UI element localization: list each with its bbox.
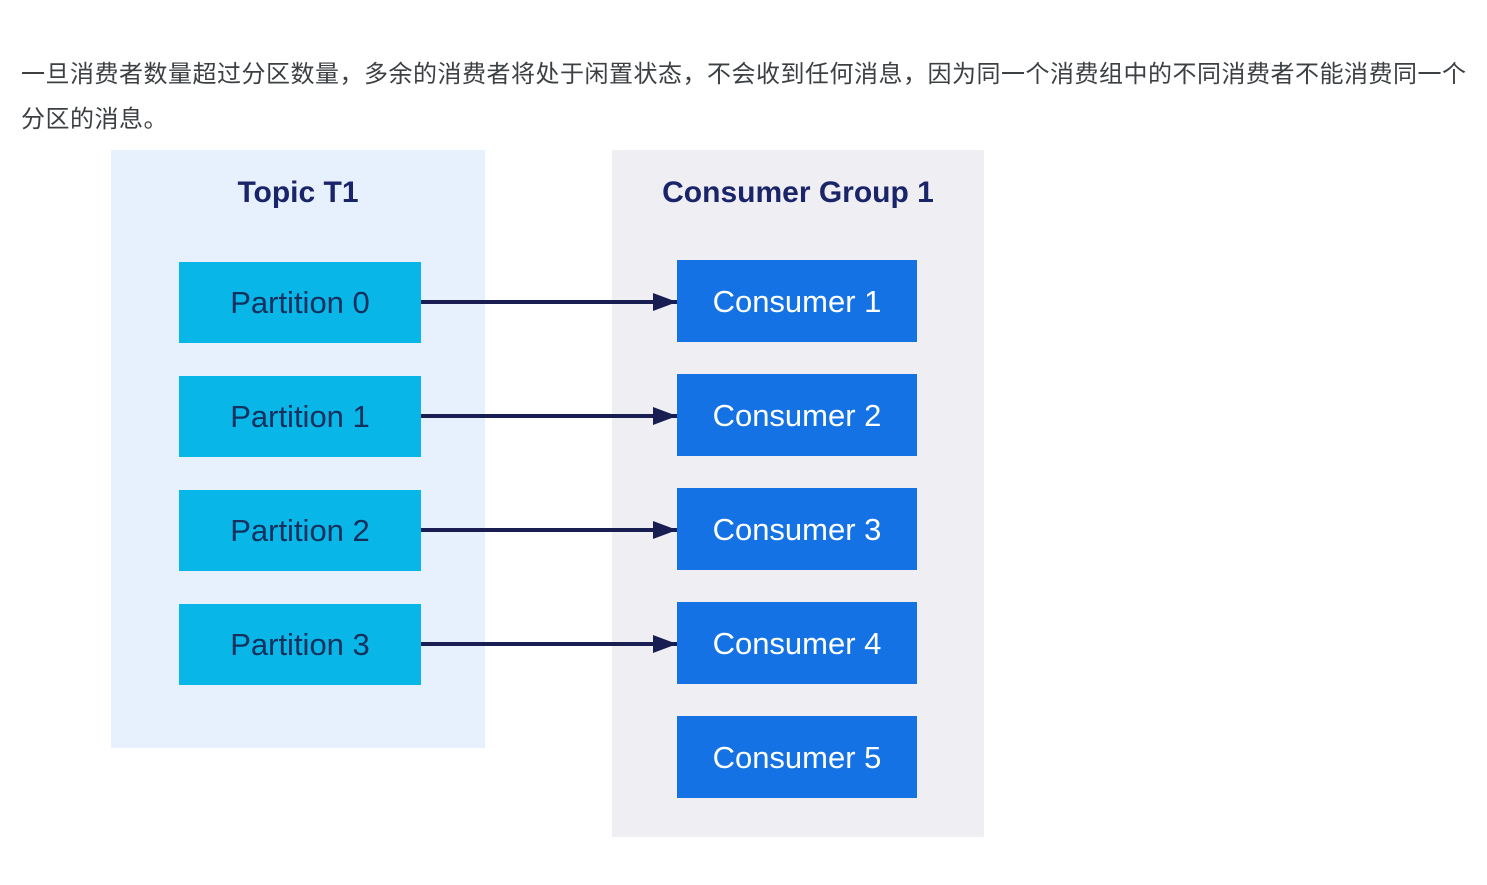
consumer-box-1: Consumer 1 bbox=[677, 260, 917, 342]
consumer-box-3: Consumer 3 bbox=[677, 488, 917, 570]
partition-box-3: Partition 3 bbox=[179, 604, 421, 685]
consumer-box-2: Consumer 2 bbox=[677, 374, 917, 456]
partition-box-0: Partition 0 bbox=[179, 262, 421, 343]
consumer-group-panel: Consumer Group 1 Consumer 1 Consumer 2 C… bbox=[612, 150, 984, 837]
topic-panel: Topic T1 Partition 0 Partition 1 Partiti… bbox=[111, 150, 485, 748]
consumer-box-4: Consumer 4 bbox=[677, 602, 917, 684]
topic-panel-title: Topic T1 bbox=[237, 176, 359, 209]
consumer-box-5: Consumer 5 bbox=[677, 716, 917, 798]
partition-box-2: Partition 2 bbox=[179, 490, 421, 571]
intro-paragraph: 一旦消费者数量超过分区数量，多余的消费者将处于闲置状态，不会收到任何消息，因为同… bbox=[21, 61, 1467, 133]
consumer-group-panel-title: Consumer Group 1 bbox=[662, 176, 934, 209]
partition-box-1: Partition 1 bbox=[179, 376, 421, 457]
